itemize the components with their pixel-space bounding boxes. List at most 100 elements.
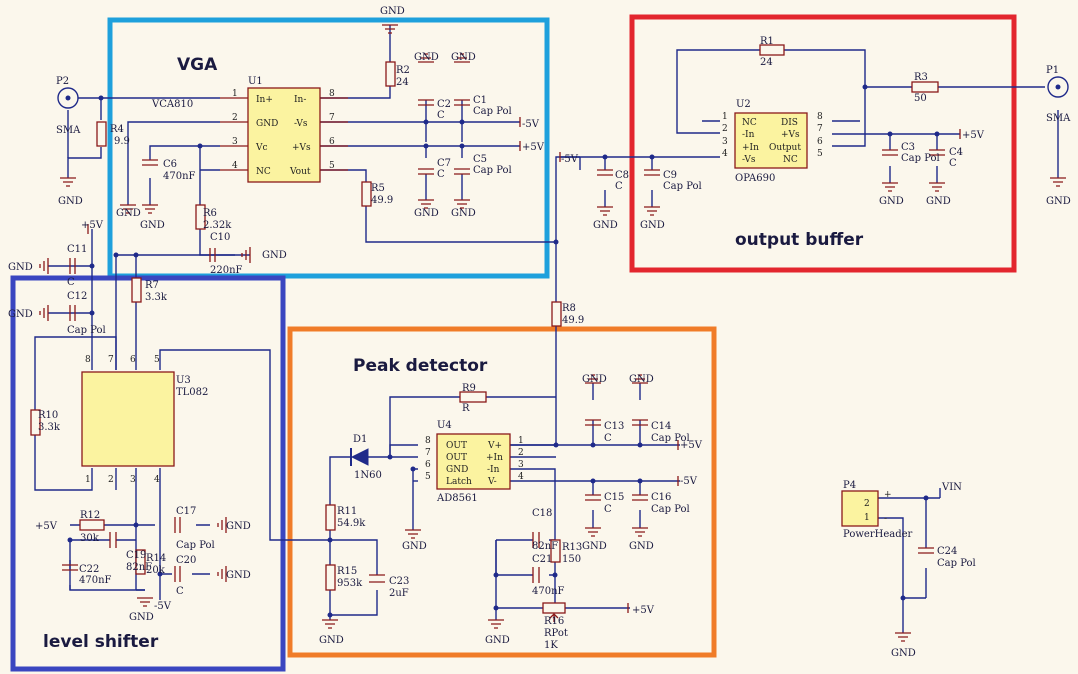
- r6-ref: R6: [203, 208, 217, 219]
- rail-neg5-u4: -5V: [680, 476, 698, 487]
- p4-ref: P4: [843, 480, 856, 491]
- c22-ref: C22: [79, 564, 99, 575]
- resistor-r7[interactable]: [131, 277, 142, 303]
- output-buffer-block-label: output buffer: [735, 230, 864, 250]
- gnd-c2: GND: [414, 52, 439, 63]
- u2-pin-output: Output: [769, 143, 801, 153]
- chip-u3[interactable]: [81, 371, 175, 467]
- r12-val: 30k: [80, 533, 100, 544]
- c23-ref: C23: [389, 576, 409, 587]
- rail-neg5-u2: -5V: [561, 154, 579, 165]
- sma-p1-icon[interactable]: [1047, 76, 1069, 98]
- cap-c11-icon: [69, 258, 76, 274]
- vga-block-label: VGA: [177, 55, 218, 75]
- resistor-r11[interactable]: [325, 504, 336, 531]
- u2-pin-dis: DIS: [781, 118, 798, 128]
- resistor-r3[interactable]: [911, 81, 939, 93]
- u1-pin8: 8: [329, 89, 335, 99]
- u1-pin-in-plus: In+: [256, 95, 273, 105]
- c21-ref: C21: [532, 554, 552, 565]
- u4-pin3: 3: [518, 460, 524, 470]
- resistor-r4[interactable]: [96, 121, 107, 147]
- gnd-u1-pin2: GND: [116, 208, 141, 219]
- u1-pin5: 5: [329, 161, 335, 171]
- resistor-r12[interactable]: [79, 519, 105, 531]
- gnd-c6: GND: [140, 220, 165, 231]
- cap-c22-icon: [62, 564, 78, 571]
- p1-ref: P1: [1046, 65, 1059, 76]
- u2-pin8: 8: [817, 112, 823, 122]
- resistor-r15[interactable]: [325, 564, 336, 591]
- diode-d1[interactable]: [350, 448, 369, 466]
- u3-pin3: 3: [130, 475, 136, 485]
- ground-icon: [1050, 177, 1066, 187]
- rail-vin: VIN: [941, 482, 962, 493]
- ground-icon: [217, 517, 227, 533]
- ground-icon: [585, 527, 601, 537]
- gnd-c10: GND: [262, 250, 287, 261]
- ground-icon: [418, 199, 434, 209]
- rail-neg5-u3: -5V: [154, 601, 172, 612]
- c5-ref: C5: [473, 154, 487, 165]
- r1-ref: R1: [760, 36, 774, 47]
- ground-icon: [488, 619, 504, 629]
- c3-val: Cap Pol: [901, 153, 940, 164]
- p2-part: SMA: [56, 125, 81, 136]
- c24-ref: C24: [937, 546, 957, 557]
- chip-u2[interactable]: [734, 112, 808, 169]
- ground-icon: [39, 258, 49, 274]
- cap-c8-c9-icon: [597, 169, 660, 176]
- potentiometer-wiper-icon: [549, 613, 559, 622]
- chip-u1[interactable]: [220, 87, 348, 183]
- cap-c3-c4-icon: [882, 149, 945, 156]
- level-shifter-block-label: level shifter: [43, 632, 159, 652]
- ground-icon: [597, 206, 613, 216]
- chip-u4[interactable]: [436, 433, 511, 490]
- u4-pin6: 6: [425, 460, 431, 470]
- u2-pin-in-minus: -In: [742, 130, 755, 140]
- rail-pos5-r16: +5V: [632, 605, 655, 616]
- potentiometer-r16[interactable]: [542, 602, 566, 614]
- r16-part: RPot: [544, 628, 568, 639]
- resistor-r8[interactable]: [551, 301, 562, 327]
- ground-icon: [644, 206, 660, 216]
- c13-val: C: [604, 433, 612, 444]
- u1-pin-gnd: GND: [256, 119, 278, 129]
- r13-ref: R13: [562, 542, 582, 553]
- gnd-c20: GND: [226, 570, 251, 581]
- ground-icon: [405, 529, 421, 539]
- resistor-r14[interactable]: [135, 549, 146, 575]
- cap-c15-c16-icon: [585, 494, 648, 501]
- resistor-r6[interactable]: [195, 204, 206, 230]
- resistor-r9[interactable]: [459, 391, 487, 403]
- sma-p2-icon[interactable]: [57, 87, 79, 109]
- u2-pin1: 1: [722, 112, 728, 122]
- gnd-c21: GND: [485, 635, 510, 646]
- ground-icon: [142, 204, 158, 214]
- c23-val: 2uF: [389, 588, 409, 599]
- u1-pin-neg-vs: -Vs: [294, 119, 308, 129]
- r16-ref: R16: [544, 616, 564, 627]
- vga-block-frame: [107, 17, 550, 279]
- c2-val: C: [437, 110, 445, 121]
- p4-minus: -: [884, 514, 887, 524]
- resistor-r13[interactable]: [550, 539, 561, 563]
- r8-ref: R8: [562, 303, 576, 314]
- p4-pin1: 1: [864, 513, 870, 523]
- ground-icon: [454, 53, 470, 63]
- u3-pin4: 4: [154, 475, 160, 485]
- resistor-r10[interactable]: [30, 409, 41, 436]
- capacitors: [62, 99, 945, 583]
- resistor-r5[interactable]: [361, 181, 372, 207]
- ground-icon: [382, 24, 398, 34]
- c1-ref: C1: [473, 95, 487, 106]
- resistor-r2[interactable]: [385, 61, 396, 87]
- gnd-c5: GND: [451, 208, 476, 219]
- connector-p4[interactable]: [841, 490, 879, 527]
- u2-pin-nc1: NC: [742, 118, 757, 128]
- r11-val: 54.9k: [337, 518, 366, 529]
- r2-val: 24: [396, 77, 409, 88]
- resistor-r1[interactable]: [759, 44, 785, 56]
- r15-ref: R15: [337, 566, 357, 577]
- cap-c19-icon: [109, 532, 117, 548]
